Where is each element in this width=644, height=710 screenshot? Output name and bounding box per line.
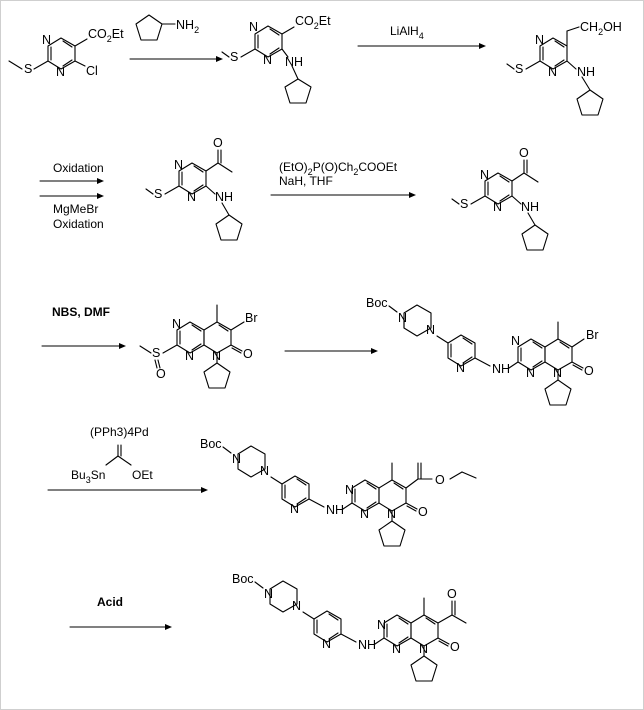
atom-s: S: [154, 187, 162, 201]
amine-nh: NH: [326, 503, 344, 517]
atom-n: N: [387, 507, 396, 521]
compound-4: N N S O NH: [145, 136, 243, 241]
amine-nh: NH: [285, 55, 303, 69]
atom-s: S: [515, 62, 523, 76]
ester-et: Et: [112, 27, 124, 41]
amine-nh: NH: [492, 362, 510, 376]
reagent-oxidation-1: Oxidation: [53, 161, 104, 175]
reagent-stannane: Bu3Sn: [71, 468, 105, 485]
atom-s: S: [152, 346, 160, 360]
compound-9: Boc N N N NH N N N O O: [232, 572, 467, 682]
ester-et: Et: [319, 14, 331, 28]
atom-o: O: [584, 364, 594, 378]
compound-1: N N S Cl CO2Et: [8, 27, 124, 79]
atom-o: O: [156, 367, 166, 381]
atom-n: N: [535, 33, 544, 47]
atom-o: O: [519, 146, 529, 160]
compound-8: Boc N N N NH N N N O O: [200, 437, 477, 547]
atom-n: N: [426, 323, 435, 337]
atom-o: O: [418, 505, 428, 519]
reagent-nbs-dmf: NBS, DMF: [52, 305, 110, 319]
atom-n: N: [511, 334, 520, 348]
amine-nh: NH: [577, 65, 595, 79]
reagent-hwe: (EtO)2P(O)Ch2COOEt: [279, 160, 398, 177]
amine-nh-sub: 2: [194, 25, 199, 35]
atom-n: N: [172, 317, 181, 331]
atom-n: N: [419, 642, 428, 656]
atom-s: S: [460, 197, 468, 211]
atom-br: Br: [586, 328, 599, 342]
amine-nh: NH: [176, 18, 194, 32]
atom-n: N: [553, 366, 562, 380]
svg-text:NH2: NH2: [176, 18, 199, 35]
ch2oh-oh: OH: [603, 20, 622, 34]
svg-text:CH2OH: CH2OH: [580, 20, 622, 37]
boc-label: Boc: [200, 437, 222, 451]
atom-n: N: [322, 637, 331, 651]
ester-co-sub: 2: [314, 21, 319, 31]
atom-n: N: [263, 53, 272, 67]
atom-n: N: [42, 33, 51, 47]
compound-6: N N N S O Br O: [139, 304, 258, 389]
svg-text:CO2Et: CO2Et: [88, 27, 124, 44]
atom-n: N: [212, 349, 221, 363]
svg-text:CO2Et: CO2Et: [295, 14, 331, 31]
atom-n: N: [493, 200, 502, 214]
atom-n: N: [187, 190, 196, 204]
compound-2: N N S NH CO2Et: [221, 14, 331, 104]
amine-nh: NH: [215, 190, 233, 204]
amine-nh: NH: [521, 200, 539, 214]
reagent-oet: OEt: [132, 468, 153, 482]
atom-n: N: [456, 361, 465, 375]
stannane-bond: [105, 455, 119, 466]
ester-co-sub: 2: [107, 34, 112, 44]
atom-s: S: [230, 50, 238, 64]
compound-3: N N S NH CH2OH: [506, 20, 622, 116]
atom-n: N: [392, 642, 401, 656]
atom-n: N: [360, 507, 369, 521]
boc-label: Boc: [232, 572, 254, 586]
boc-label: Boc: [366, 296, 388, 310]
reagent-acid: Acid: [97, 595, 123, 609]
atom-cl: Cl: [86, 64, 98, 78]
atom-n: N: [526, 366, 535, 380]
compound-5: N N S O NH: [451, 146, 549, 251]
atom-n: N: [377, 618, 386, 632]
ester-co: CO: [88, 27, 107, 41]
atom-n: N: [174, 158, 183, 172]
atom-o: O: [447, 587, 457, 601]
atom-s: S: [24, 62, 32, 76]
atom-n: N: [185, 349, 194, 363]
atom-o: O: [213, 136, 223, 150]
reagent-mgmebr: MgMeBr: [53, 202, 98, 216]
atom-n: N: [480, 168, 489, 182]
reagent-pd-catalyst: (PPh3)4Pd: [90, 425, 149, 439]
atom-n: N: [260, 464, 269, 478]
ester-co: CO: [295, 14, 314, 28]
ch2oh-sub: 2: [598, 27, 603, 37]
atom-o: O: [450, 640, 460, 654]
atom-n: N: [56, 65, 65, 79]
atom-n: N: [345, 483, 354, 497]
ch2oh-ch: CH: [580, 20, 598, 34]
atom-o: O: [243, 347, 253, 361]
atom-n: N: [249, 20, 258, 34]
atom-n: N: [548, 65, 557, 79]
reagent-oxidation-2: Oxidation: [53, 217, 104, 231]
reagent-lialh4: LiAlH4: [390, 24, 424, 41]
reagent-cyclopentylamine: NH2: [135, 14, 199, 41]
amine-nh: NH: [358, 638, 376, 652]
atom-br: Br: [245, 311, 258, 325]
atom-o: O: [435, 473, 445, 487]
atom-n: N: [292, 599, 301, 613]
reagent-nah-thf: NaH, THF: [279, 174, 333, 188]
atom-n: N: [264, 587, 273, 601]
atom-n: N: [290, 502, 299, 516]
atom-n: N: [232, 452, 241, 466]
atom-n: N: [398, 311, 407, 325]
compound-7: Boc N N N NH N N N Br O: [366, 296, 599, 406]
